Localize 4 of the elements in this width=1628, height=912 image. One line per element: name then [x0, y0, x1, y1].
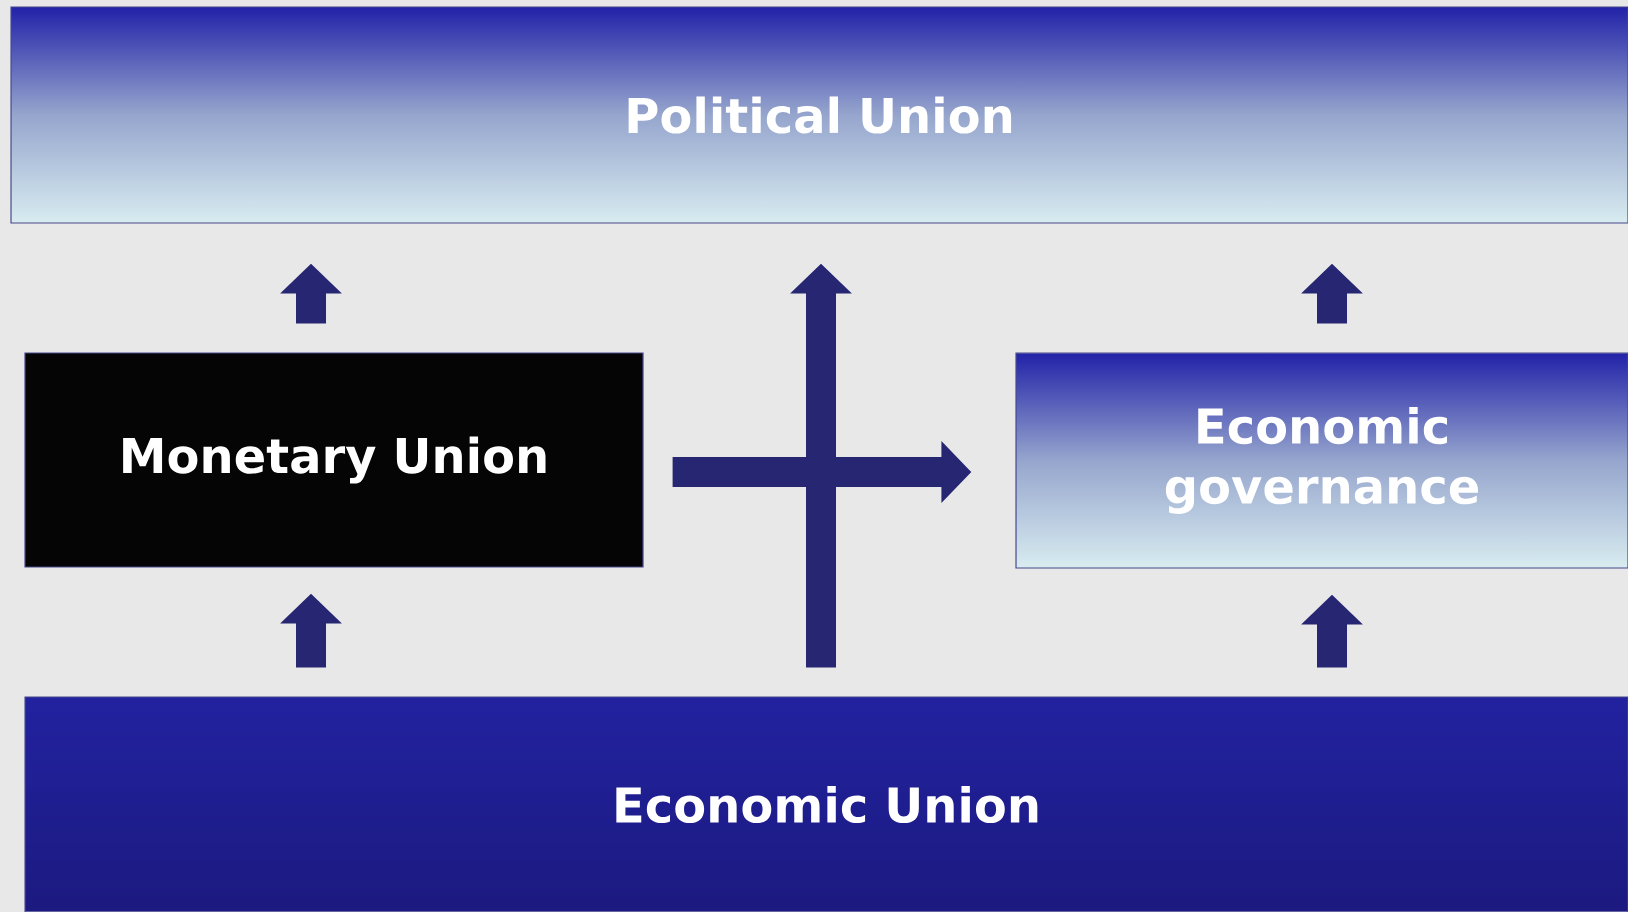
union-box: Monetary Union [24, 352, 644, 568]
union-box: Political Union [10, 6, 1628, 224]
union-box: Economic Union [24, 696, 1628, 912]
union-box: Economic governance [1015, 352, 1628, 569]
